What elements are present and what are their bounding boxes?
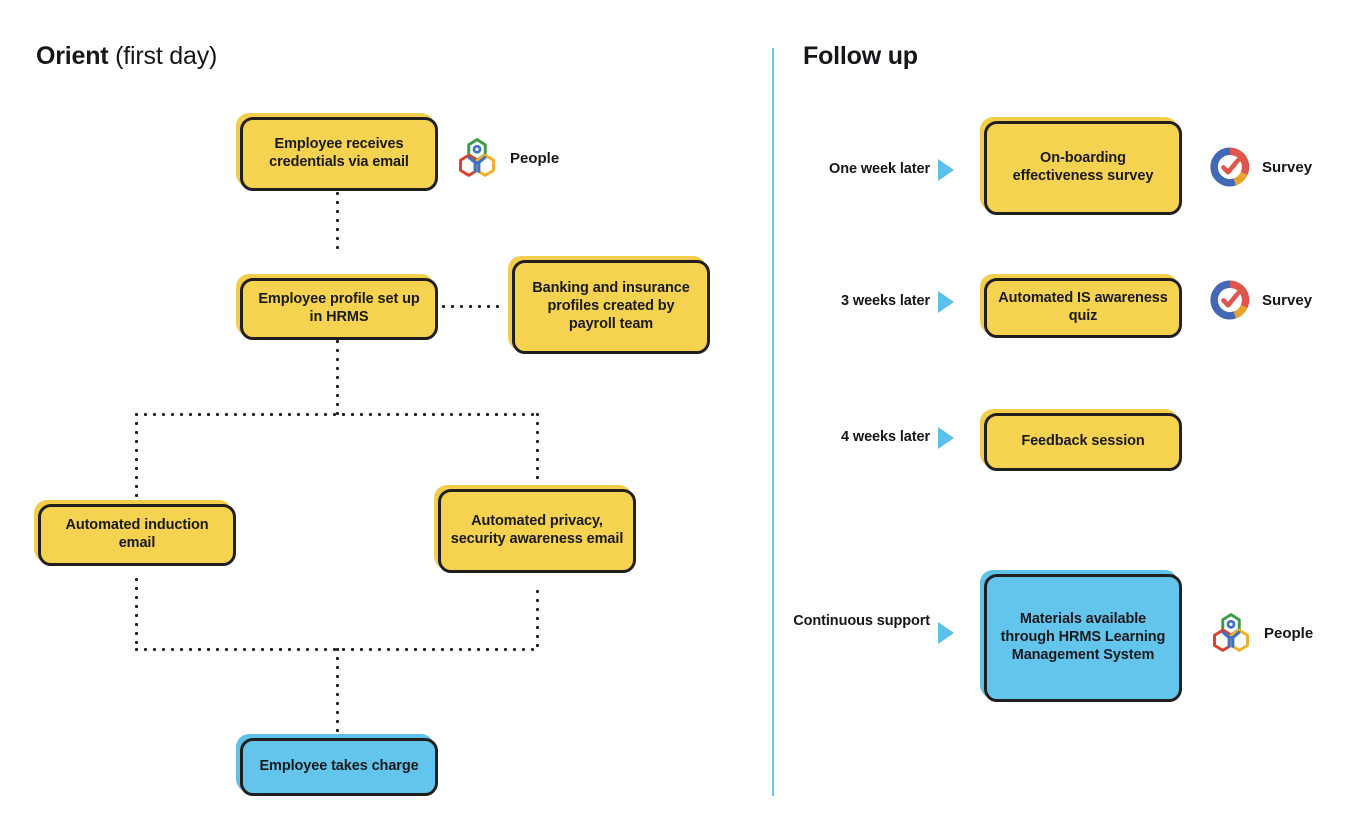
node-frame: Employee receives credentials via email (240, 117, 438, 191)
legend-people-orient: People (455, 136, 559, 180)
legend-label: Survey (1262, 291, 1313, 309)
node-employee-receives-credentials[interactable]: Employee receives credentials via email (236, 113, 438, 191)
node-label: Automated IS awareness quiz (998, 290, 1168, 324)
connector-branch-to-induction (135, 413, 138, 497)
connector-branch-to-privacy (536, 413, 539, 485)
arrow-icon-row-3 (938, 427, 954, 449)
arrow-icon-row-4 (938, 622, 954, 644)
node-automated-induction-email[interactable]: Automated induction email (34, 500, 236, 566)
node-label: Banking and insurance profiles created b… (532, 280, 690, 332)
node-frame: Materials available through HRMS Learnin… (984, 574, 1182, 702)
legend-label: People (1264, 624, 1314, 642)
node-label: Employee profile set up in HRMS (258, 291, 420, 325)
connector-credentials-to-hrms (336, 192, 339, 255)
node-banking-insurance-profiles[interactable]: Banking and insurance profiles created b… (508, 256, 710, 354)
timing-label-4-weeks-later: 4 weeks later (841, 429, 930, 445)
connector-merge-to-takes-charge (336, 648, 339, 733)
orient-title-rest: (first day) (108, 42, 218, 70)
node-frame: Automated IS awareness quiz (984, 278, 1182, 338)
connector-induction-to-merge (135, 578, 138, 650)
node-frame: Banking and insurance profiles created b… (512, 260, 710, 354)
node-label: Materials available through HRMS Learnin… (1000, 611, 1166, 663)
section-divider (772, 48, 774, 796)
connector-branch-horizontal (135, 413, 539, 416)
legend-survey-row-1: Survey (1209, 146, 1312, 188)
node-label: Employee takes charge (259, 758, 419, 775)
orient-section-title: Orient (first day) (36, 42, 217, 71)
survey-donut-check-icon (1209, 146, 1251, 188)
node-employee-takes-charge[interactable]: Employee takes charge (236, 734, 438, 796)
node-label: Automated privacy, security awareness em… (450, 513, 624, 547)
node-frame: Employee takes charge (240, 738, 438, 796)
arrow-icon-row-1 (938, 159, 954, 181)
arrow-icon-row-2 (938, 291, 954, 313)
node-employee-profile-hrms[interactable]: Employee profile set up in HRMS (236, 274, 438, 340)
people-hexagons-icon (455, 136, 499, 180)
connector-hrms-to-banking (442, 305, 504, 308)
orient-title-bold: Orient (36, 42, 109, 70)
node-frame: Feedback session (984, 413, 1182, 471)
node-frame: Automated induction email (38, 504, 236, 566)
legend-label: People (510, 149, 560, 167)
timing-label-continuous-support: Continuous support (793, 613, 930, 629)
node-frame: Employee profile set up in HRMS (240, 278, 438, 340)
timing-label-one-week-later: One week later (829, 161, 930, 177)
legend-label: Survey (1262, 158, 1313, 176)
followup-section-title: Follow up (803, 42, 918, 71)
legend-survey-row-2: Survey (1209, 279, 1312, 321)
node-label: Automated induction email (65, 517, 209, 551)
node-onboarding-effectiveness-survey[interactable]: On-boarding effectiveness survey (980, 117, 1182, 215)
node-frame: Automated privacy, security awareness em… (438, 489, 636, 573)
followup-title-bold: Follow up (803, 42, 918, 70)
node-automated-is-awareness-quiz[interactable]: Automated IS awareness quiz (980, 274, 1182, 338)
node-automated-privacy-email[interactable]: Automated privacy, security awareness em… (434, 485, 636, 573)
node-label: Feedback session (1021, 433, 1145, 450)
node-feedback-session[interactable]: Feedback session (980, 409, 1182, 471)
people-hexagons-icon (1209, 611, 1253, 655)
node-materials-hrms-lms[interactable]: Materials available through HRMS Learnin… (980, 570, 1182, 702)
legend-people-followup: People (1209, 611, 1313, 655)
node-label: Employee receives credentials via email (269, 136, 409, 170)
connector-privacy-to-merge (536, 590, 539, 650)
timing-label-3-weeks-later: 3 weeks later (841, 293, 930, 309)
survey-donut-check-icon (1209, 279, 1251, 321)
node-label: On-boarding effectiveness survey (1012, 150, 1154, 184)
connector-hrms-to-branch (336, 340, 339, 415)
node-frame: On-boarding effectiveness survey (984, 121, 1182, 215)
